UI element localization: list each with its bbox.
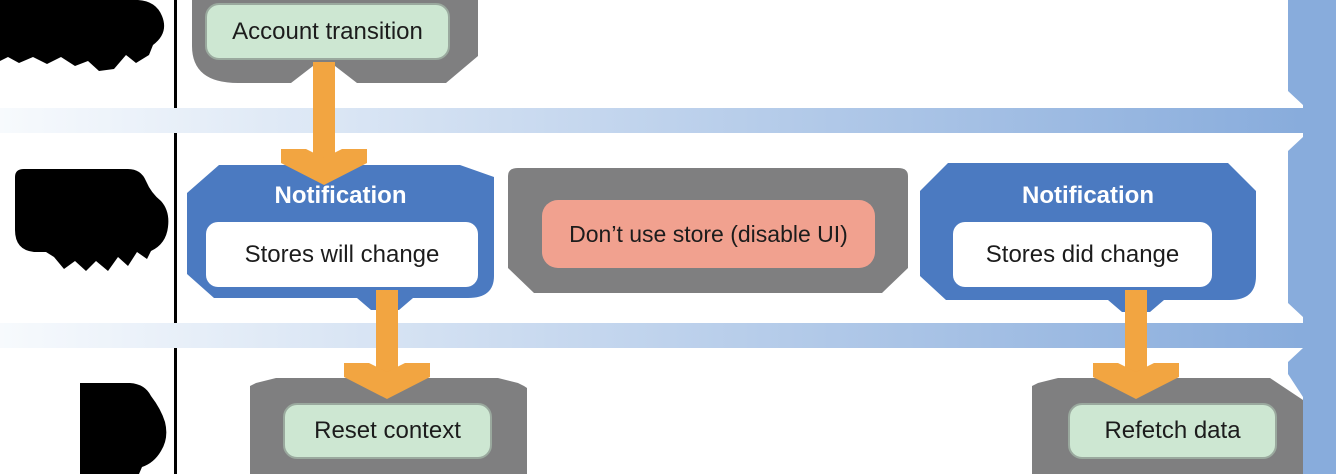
swimlane-band-2 <box>0 323 1303 348</box>
stores-did-change-pill: Stores did change <box>953 222 1212 287</box>
dont-use-store-pill: Don’t use store (disable UI) <box>542 200 875 268</box>
flow-arrow-3-shaft <box>1125 290 1147 392</box>
refetch-data-pill: Refetch data <box>1068 403 1277 459</box>
flow-arrow-2 <box>344 290 430 399</box>
redacted-label-lane3 <box>80 383 167 474</box>
thread-divider-line <box>174 0 177 474</box>
flow-arrow-3 <box>1093 290 1179 399</box>
swimlane-band-1 <box>0 108 1303 133</box>
notification-will-title: Notification <box>274 182 407 209</box>
flow-arrow-3-head <box>1093 363 1179 399</box>
stores-will-change-pill: Stores will change <box>206 222 478 287</box>
redacted-label-lane1 <box>0 0 165 71</box>
flow-arrow-2-shaft <box>376 290 398 392</box>
refetch-data-label: Refetch data <box>1104 417 1241 444</box>
reset-context-pill: Reset context <box>283 403 492 459</box>
notification-did-title: Notification <box>1022 182 1154 209</box>
redacted-label-lane2 <box>15 169 169 271</box>
stores-will-change-label: Stores will change <box>244 240 440 268</box>
flow-arrow-1-head <box>281 149 367 185</box>
stores-did-change-label: Stores did change <box>985 240 1180 268</box>
flow-arrow-2-head <box>344 363 430 399</box>
account-transition-label: Account transition <box>232 17 423 45</box>
account-transition-pill: Account transition <box>205 3 450 60</box>
flow-arrow-1-shaft <box>313 62 335 178</box>
flow-arrow-1 <box>281 62 367 185</box>
reset-context-label: Reset context <box>314 417 461 444</box>
dont-use-store-label: Don’t use store (disable UI) <box>569 220 848 247</box>
timeline-bar <box>1288 0 1336 474</box>
